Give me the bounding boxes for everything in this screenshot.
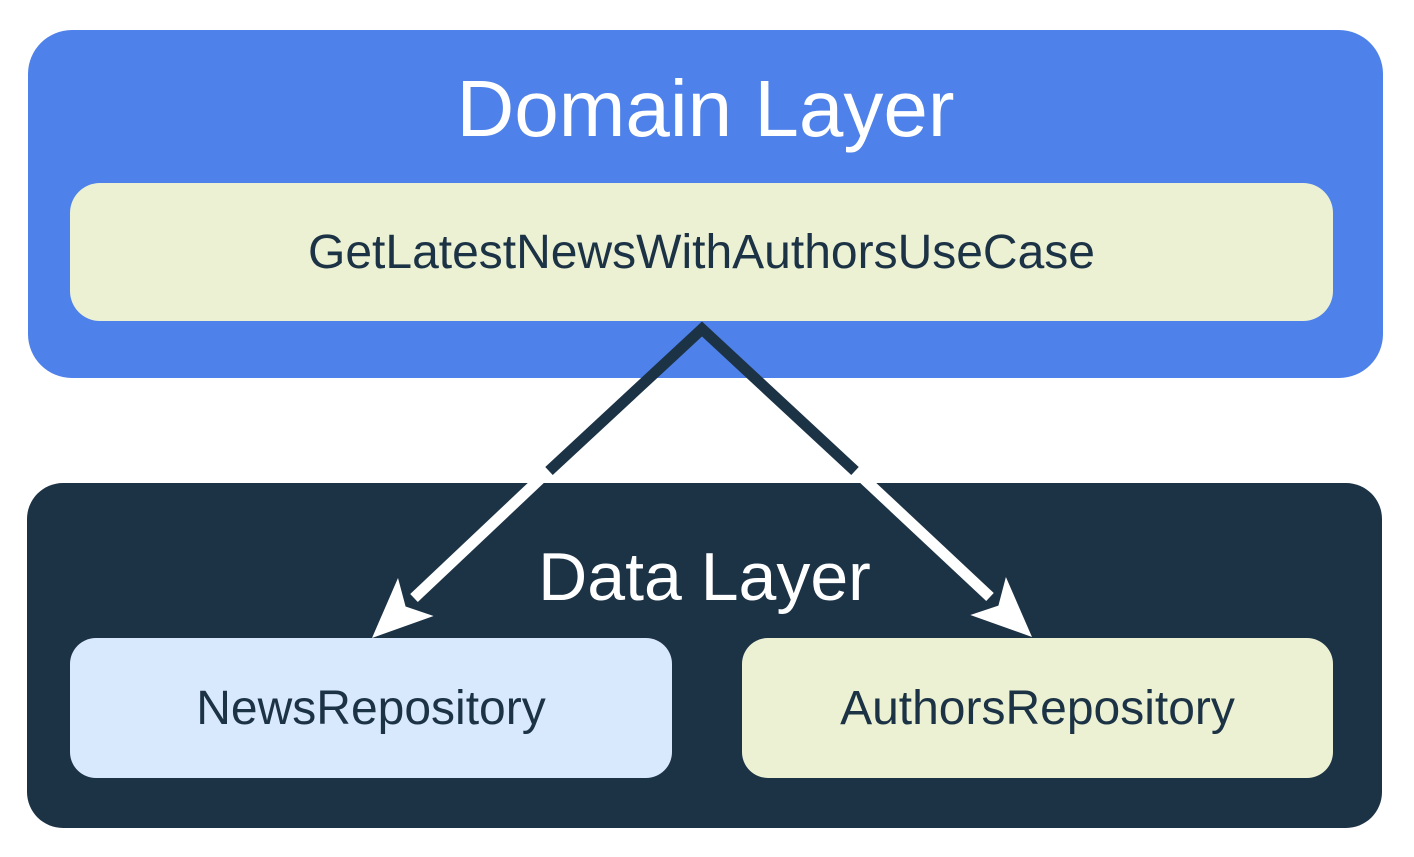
authors-repository-node: AuthorsRepository	[742, 638, 1333, 778]
data-layer-title: Data Layer	[538, 539, 871, 615]
data-layer-container: Data Layer NewsRepository AuthorsReposit…	[27, 483, 1382, 828]
news-repository-label: NewsRepository	[196, 681, 546, 735]
authors-repository-label: AuthorsRepository	[840, 681, 1235, 735]
domain-layer-container: Domain Layer GetLatestNewsWithAuthorsUse…	[28, 30, 1383, 378]
usecase-node: GetLatestNewsWithAuthorsUseCase	[70, 183, 1333, 321]
news-repository-node: NewsRepository	[70, 638, 672, 778]
usecase-node-label: GetLatestNewsWithAuthorsUseCase	[308, 225, 1095, 279]
domain-layer-title: Domain Layer	[456, 64, 955, 153]
